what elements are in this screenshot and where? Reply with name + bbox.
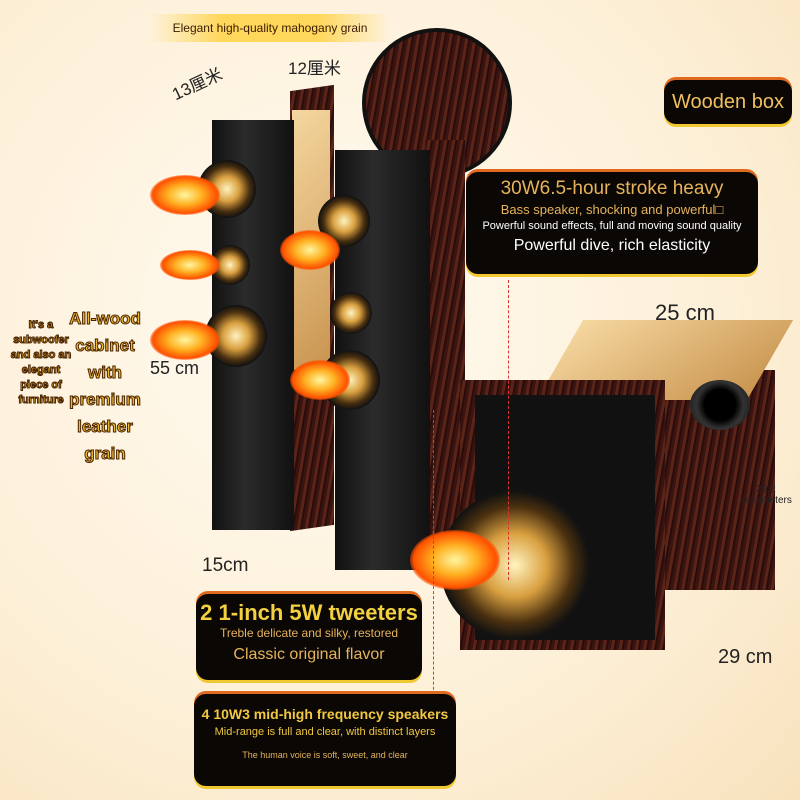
- flame-effect: [150, 320, 220, 360]
- flame-effect: [160, 250, 220, 280]
- bass-port-icon: [690, 380, 750, 430]
- subwoofer-spec-box: 30W6.5-hour stroke heavy Bass speaker, s…: [466, 172, 758, 274]
- sub-spec-title: 30W6.5-hour stroke heavy: [500, 178, 724, 199]
- mid-spec-line: Mid-range is full and clear, with distin…: [214, 726, 436, 738]
- tweeter-spec-title: 2 1-inch 5W tweeters: [200, 600, 418, 625]
- dim-tower-depth: 13厘米: [169, 64, 226, 105]
- callout-line: [508, 280, 509, 580]
- sub-spec-line: Powerful dive, rich elasticity: [513, 237, 711, 254]
- furniture-note: It's a subwoofer and also an elegant pie…: [10, 319, 72, 407]
- wooden-box-label: Wooden box: [664, 80, 792, 124]
- dim-tower-base: 15cm: [202, 555, 249, 576]
- flame-effect: [410, 530, 500, 590]
- mid-spec-line: The human voice is soft, sweet, and clea…: [242, 750, 408, 760]
- cabinet-note: All-wood cabinet with premium leather gr…: [69, 309, 142, 464]
- dim-sub-height: 29.2 centimeters: [740, 484, 792, 506]
- dim-sub-depth: 29 cm: [718, 646, 773, 668]
- tweeter-spec-box: 2 1-inch 5W tweeters Treble delicate and…: [196, 594, 422, 680]
- top-caption-banner: Elegant high-quality mahogany grain: [150, 14, 390, 42]
- flame-effect: [290, 360, 350, 400]
- dim-tower-height: 55 cm: [150, 358, 200, 378]
- tweeter-spec-line: Classic original flavor: [233, 646, 385, 663]
- mid-spec-title: 4 10W3 mid-high frequency speakers: [201, 706, 449, 722]
- midrange-driver: [330, 292, 372, 334]
- flame-effect: [280, 230, 340, 270]
- sub-spec-line: Powerful sound effects, full and moving …: [482, 220, 742, 232]
- midrange-spec-box: 4 10W3 mid-high frequency speakers Mid-r…: [194, 694, 456, 786]
- flame-effect: [150, 175, 220, 215]
- callout-line: [433, 410, 434, 740]
- sub-spec-line: Bass speaker, shocking and powerful□: [500, 202, 724, 217]
- right-tower-side: [425, 140, 465, 570]
- dim-tower-width: 12厘米: [288, 59, 341, 78]
- tweeter-spec-line: Treble delicate and silky, restored: [219, 626, 399, 640]
- dim-sub-width: 25 cm: [655, 300, 715, 325]
